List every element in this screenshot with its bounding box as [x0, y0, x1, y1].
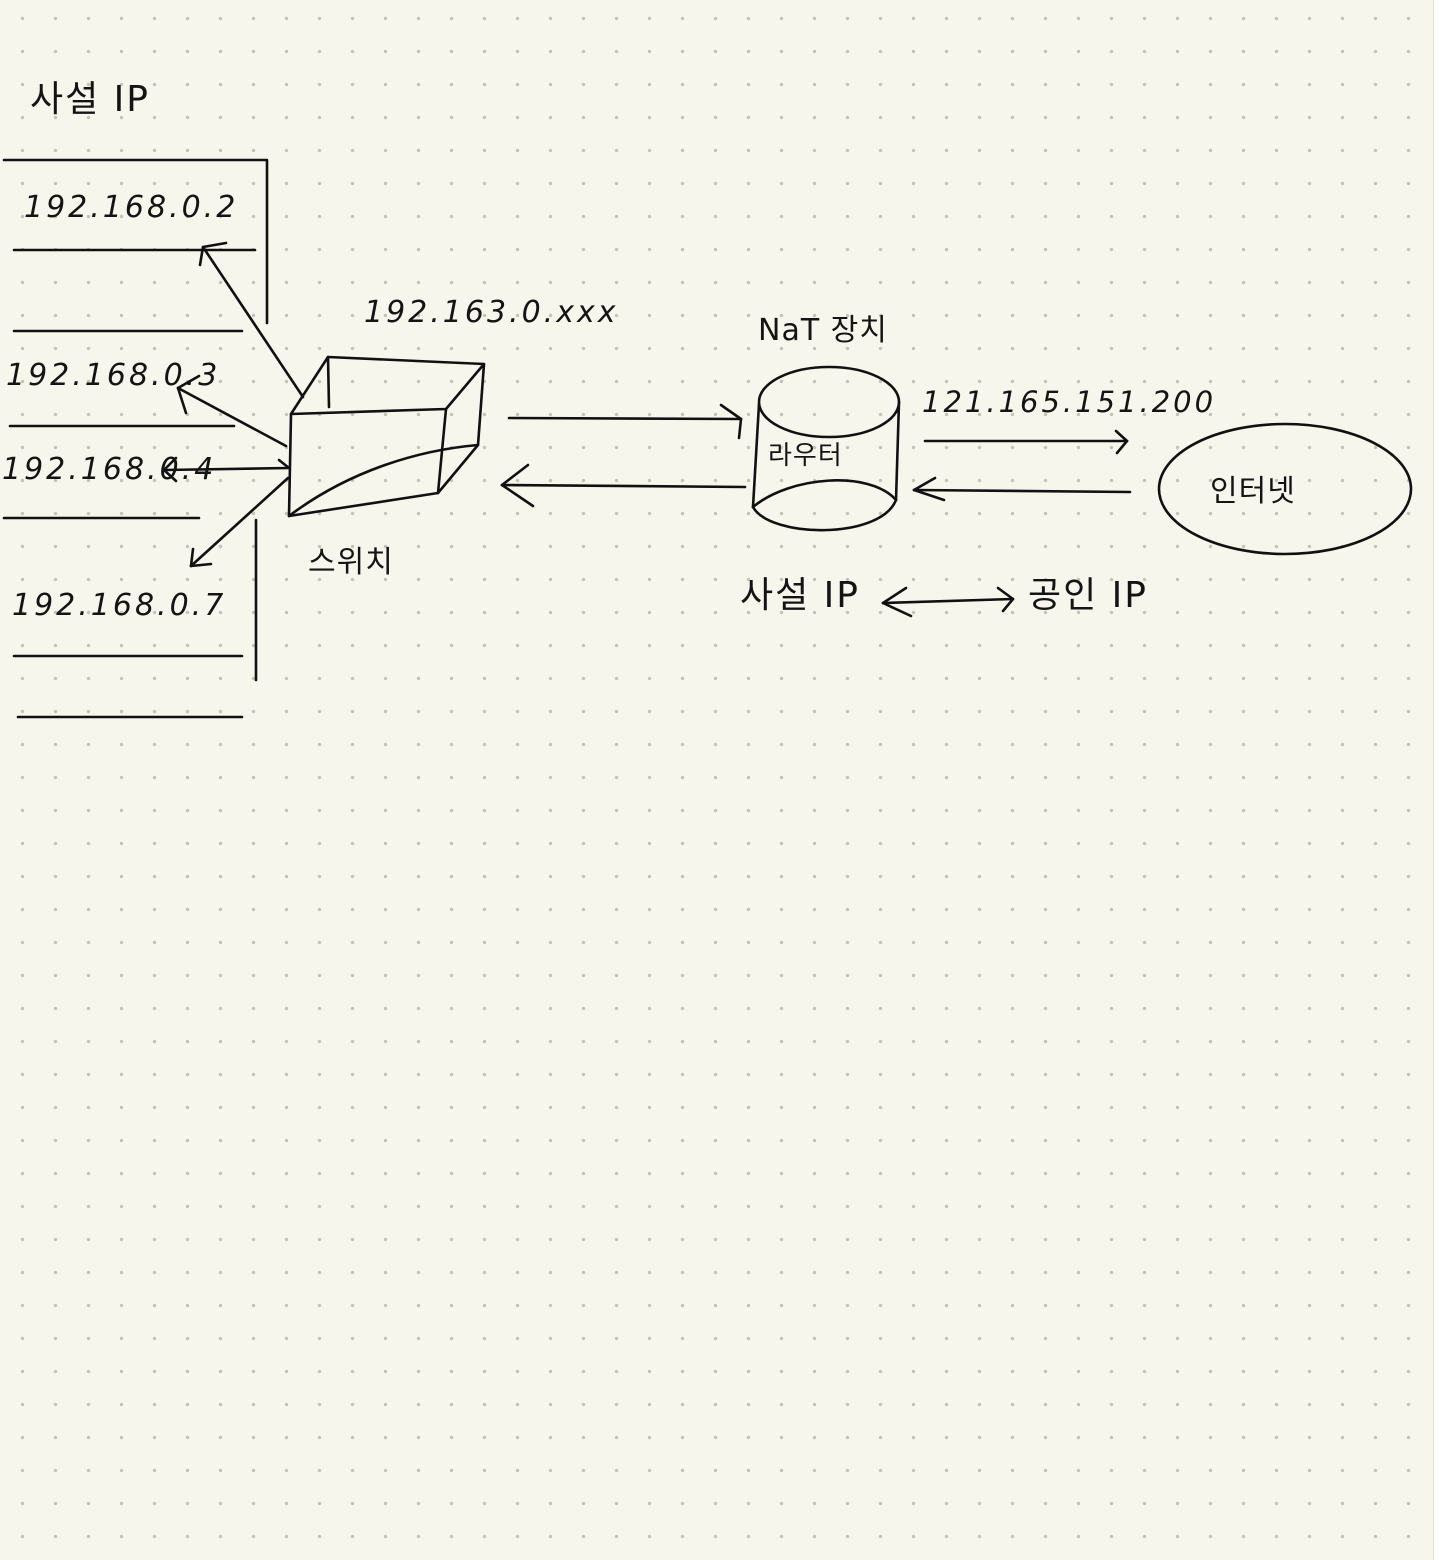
private-ip-heading: 사설 IP: [30, 79, 151, 120]
router-internet-arrows: [912, 429, 1132, 502]
router-label: 라우터: [768, 441, 843, 471]
host-ip-3: 192.168.0.4: [2, 452, 217, 487]
nat-device-title: NaT 장치: [758, 313, 888, 348]
translation-double-arrow: [881, 586, 1015, 618]
host-ip-1: 192.168.0.2: [24, 190, 239, 225]
host-list-box: [2, 158, 269, 719]
internet-cloud-shape: [1157, 422, 1413, 556]
switch-label: 스위치: [308, 545, 394, 580]
switch-subnet-label: 192.163.0.xxx: [364, 295, 619, 330]
translation-private-label: 사설 IP: [740, 575, 861, 616]
switch-router-arrows: [500, 403, 747, 508]
host-ip-2: 192.168.0.3: [6, 358, 221, 393]
translation-public-label: 공인 IP: [1028, 575, 1149, 616]
router-cylinder-shape: [751, 365, 901, 532]
switch-box-shape: [287, 355, 486, 518]
page-edge: [1433, 0, 1440, 1560]
host-ip-4: 192.168.0.7: [12, 588, 227, 623]
host-connection-lines: [162, 241, 305, 568]
public-ip-label: 121.165.151.200: [922, 385, 1217, 419]
internet-label: 인터넷: [1210, 474, 1296, 509]
